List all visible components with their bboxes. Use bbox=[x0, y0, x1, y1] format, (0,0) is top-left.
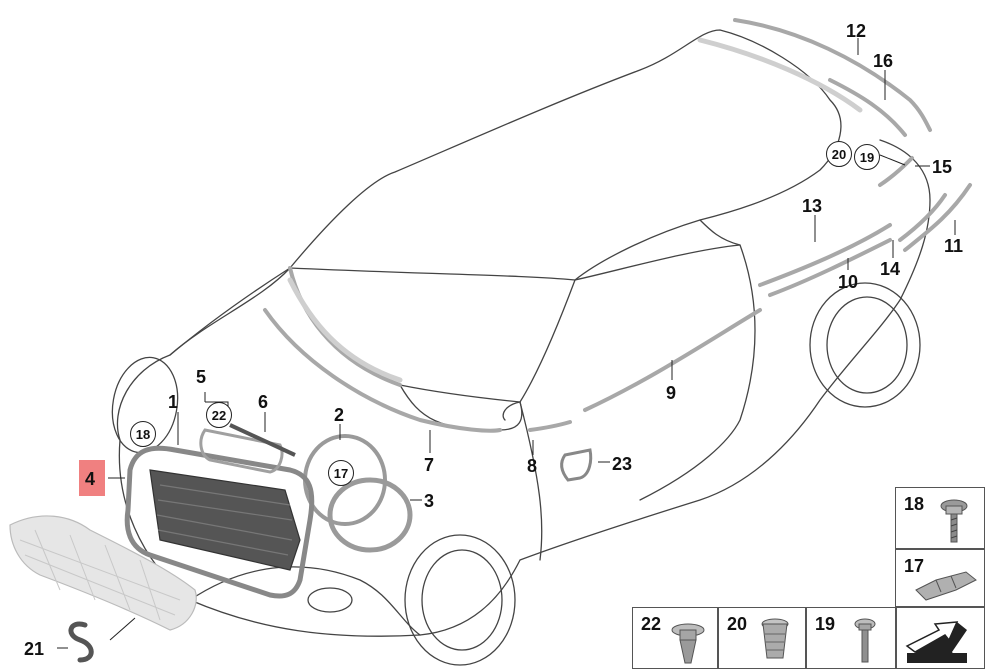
rivet-icon bbox=[671, 623, 705, 664]
part-box-22[interactable]: 22 bbox=[632, 607, 718, 669]
callout-12[interactable]: 12 bbox=[846, 21, 867, 41]
callout-4[interactable]: 4 bbox=[85, 469, 96, 489]
callout-6[interactable]: 6 bbox=[258, 392, 269, 412]
callout-10[interactable]: 10 bbox=[838, 272, 859, 292]
callout-15[interactable]: 15 bbox=[932, 157, 953, 177]
grille-frame bbox=[124, 445, 315, 599]
callout-23[interactable]: 23 bbox=[612, 454, 633, 474]
part-box-19[interactable]: 19 bbox=[806, 607, 896, 669]
callout-21[interactable]: 21 bbox=[24, 639, 45, 659]
clip-icon bbox=[915, 571, 977, 601]
part-box-arrow[interactable] bbox=[896, 607, 985, 669]
side-emblem bbox=[560, 448, 593, 482]
callout-14[interactable]: 14 bbox=[880, 259, 901, 279]
callout-5[interactable]: 5 bbox=[196, 367, 207, 387]
front-wheel bbox=[404, 534, 516, 666]
callout-13[interactable]: 13 bbox=[802, 196, 823, 216]
callout-1[interactable]: 1 bbox=[168, 392, 179, 412]
arrow-icon bbox=[905, 621, 967, 663]
headlight-left bbox=[111, 356, 179, 454]
callout-7[interactable]: 7 bbox=[424, 455, 435, 475]
highlighted-callout-4 bbox=[79, 460, 105, 496]
part-box-17[interactable]: 17 bbox=[895, 549, 985, 607]
callout-2[interactable]: 2 bbox=[334, 405, 345, 425]
callout-16[interactable]: 16 bbox=[873, 51, 894, 71]
expansion-nut-icon bbox=[761, 618, 789, 659]
circled-callout-22[interactable]: 22 bbox=[206, 402, 232, 428]
car-roof bbox=[289, 29, 842, 281]
part-box-19-label: 19 bbox=[815, 614, 836, 634]
part-box-18-label: 18 bbox=[904, 494, 925, 514]
screw-icon bbox=[940, 499, 968, 543]
callout-9[interactable]: 9 bbox=[666, 383, 677, 403]
part-box-17-label: 17 bbox=[904, 556, 925, 576]
s-clip bbox=[68, 621, 94, 663]
callout-3[interactable]: 3 bbox=[424, 491, 435, 511]
callout-11[interactable]: 11 bbox=[944, 236, 964, 256]
car-windshield bbox=[289, 267, 576, 403]
circled-callout-19[interactable]: 19 bbox=[854, 144, 880, 170]
bolt-icon bbox=[854, 618, 876, 663]
part-box-20-label: 20 bbox=[727, 614, 748, 634]
part-box-22-label: 22 bbox=[641, 614, 662, 634]
rear-wheel bbox=[809, 282, 921, 408]
ring-part-3 bbox=[327, 477, 413, 553]
circled-callout-18[interactable]: 18 bbox=[130, 421, 156, 447]
circled-callout-17[interactable]: 17 bbox=[328, 460, 354, 486]
part-box-18[interactable]: 18 bbox=[895, 487, 985, 549]
circled-callout-20[interactable]: 20 bbox=[826, 141, 852, 167]
upper-grille bbox=[199, 428, 284, 474]
grille-insert bbox=[149, 469, 301, 571]
callout-8[interactable]: 8 bbox=[527, 456, 538, 476]
lower-grille bbox=[9, 515, 197, 631]
part-box-20[interactable]: 20 bbox=[718, 607, 806, 669]
